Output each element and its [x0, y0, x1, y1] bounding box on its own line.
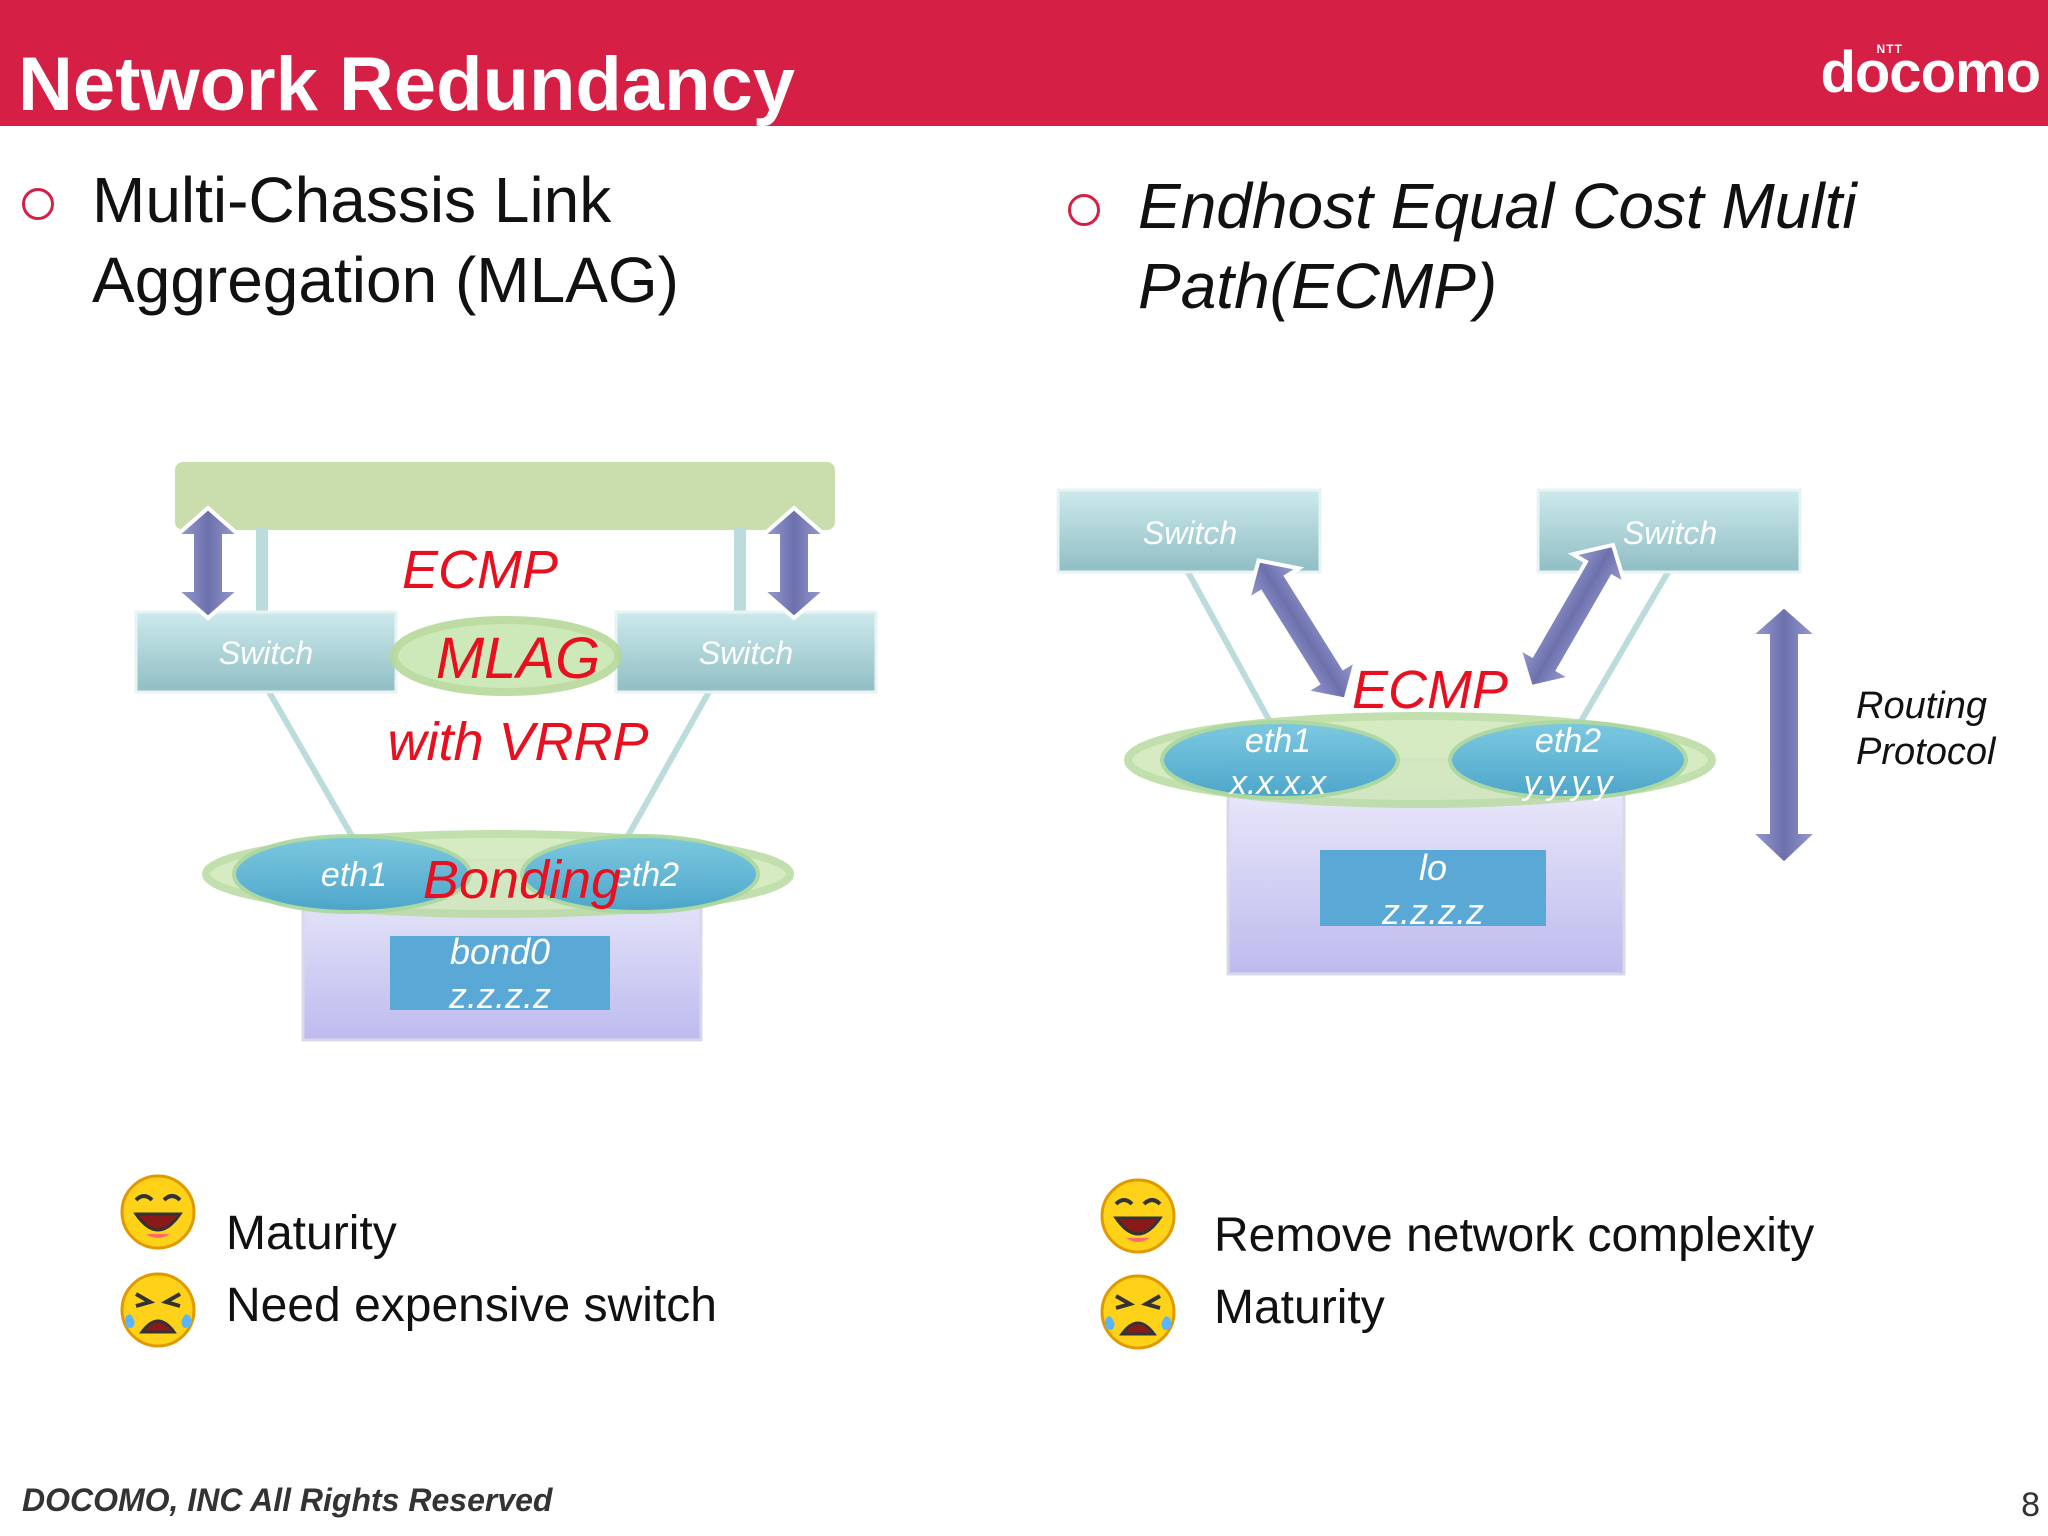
eth1-address: x.x.x.x — [1228, 764, 1327, 802]
switch-right-box — [614, 610, 878, 694]
right-bullet-line1: Endhost Equal Cost Multi — [1138, 170, 1857, 242]
routing-label-line2: Protocol — [1856, 731, 1997, 773]
eth2-label: eth2 — [613, 856, 679, 894]
right-bullet-line2: Path(ECMP) — [1138, 250, 1498, 322]
double-arrow-icon — [1244, 558, 1360, 702]
left-bullet-line2: Aggregation (MLAG) — [92, 244, 679, 316]
link-line — [617, 688, 713, 852]
left-bullet-text: Multi-Chassis Link Aggregation (MLAG) — [92, 160, 679, 320]
link-line — [265, 688, 363, 852]
eth2-ellipse — [1448, 720, 1688, 800]
lo-box — [1320, 850, 1546, 926]
ecmp-annotation: ECMP — [402, 540, 558, 600]
footer-copyright: DOCOMO, INC All Rights Reserved — [22, 1482, 553, 1518]
mlag-ellipse — [390, 616, 622, 696]
eth1-ellipse — [232, 834, 472, 914]
switch-left-box — [134, 610, 398, 694]
bullet-circle-icon — [22, 188, 54, 220]
header-bar: Network Redundancy NTT docomo — [0, 0, 2048, 127]
link-line — [1185, 570, 1283, 742]
right-pro-text: Remove network complexity — [1214, 1209, 1815, 1262]
ecmp-annotation: ECMP — [1352, 660, 1508, 720]
eth2-address: y.y.y.y — [1522, 764, 1615, 802]
double-arrow-icon — [1515, 542, 1629, 690]
bullet-circle-icon — [1068, 194, 1100, 226]
left-con-text: Need expensive switch — [226, 1279, 717, 1332]
logo-small-text: NTT — [1876, 42, 1903, 56]
routing-label-line1: Routing — [1856, 685, 1987, 727]
right-bullet-text: Endhost Equal Cost Multi Path(ECMP) — [1138, 166, 1857, 326]
double-arrow-icon — [170, 505, 246, 621]
left-bullet-line1: Multi-Chassis Link — [92, 164, 612, 236]
logo-main-text: docomo — [1820, 40, 2041, 105]
mlag-annotation: MLAG — [436, 626, 600, 691]
right-con-text: Maturity — [1214, 1281, 1385, 1334]
upper-network-bar — [175, 462, 835, 530]
laughing-face-icon — [120, 1174, 196, 1250]
bond0-box — [390, 936, 610, 1010]
page-title: Network Redundancy — [18, 42, 796, 127]
left-pro-text: Maturity — [226, 1207, 397, 1260]
bond0-label: bond0 — [450, 931, 550, 972]
lo-address: z.z.z.z — [1381, 891, 1484, 932]
switch-left-label: Switch — [1143, 515, 1237, 551]
switch-left-box — [1056, 488, 1322, 574]
crying-face-icon — [1100, 1274, 1176, 1350]
switch-right-label: Switch — [699, 635, 793, 671]
eth2-ellipse — [520, 834, 760, 914]
routing-arrow-icon — [1744, 603, 1824, 867]
page-number: 8 — [2021, 1486, 2040, 1524]
eth2-label: eth2 — [1535, 722, 1601, 760]
eth1-ellipse — [1160, 720, 1400, 800]
laughing-face-icon — [1100, 1178, 1176, 1254]
switch-right-label: Switch — [1623, 515, 1717, 551]
lo-label: lo — [1419, 847, 1447, 888]
double-arrow-icon — [756, 505, 832, 621]
eth1-label: eth1 — [1245, 722, 1311, 760]
docomo-logo: NTT docomo — [1820, 38, 2041, 108]
link-line — [1567, 570, 1671, 742]
bond0-address: z.z.z.z — [448, 975, 551, 1016]
vrrp-annotation: with VRRP — [387, 712, 648, 772]
crying-face-icon — [120, 1272, 196, 1348]
switch-left-label: Switch — [219, 635, 313, 671]
bonding-annotation: Bonding — [423, 850, 621, 910]
eth1-label: eth1 — [321, 856, 387, 894]
